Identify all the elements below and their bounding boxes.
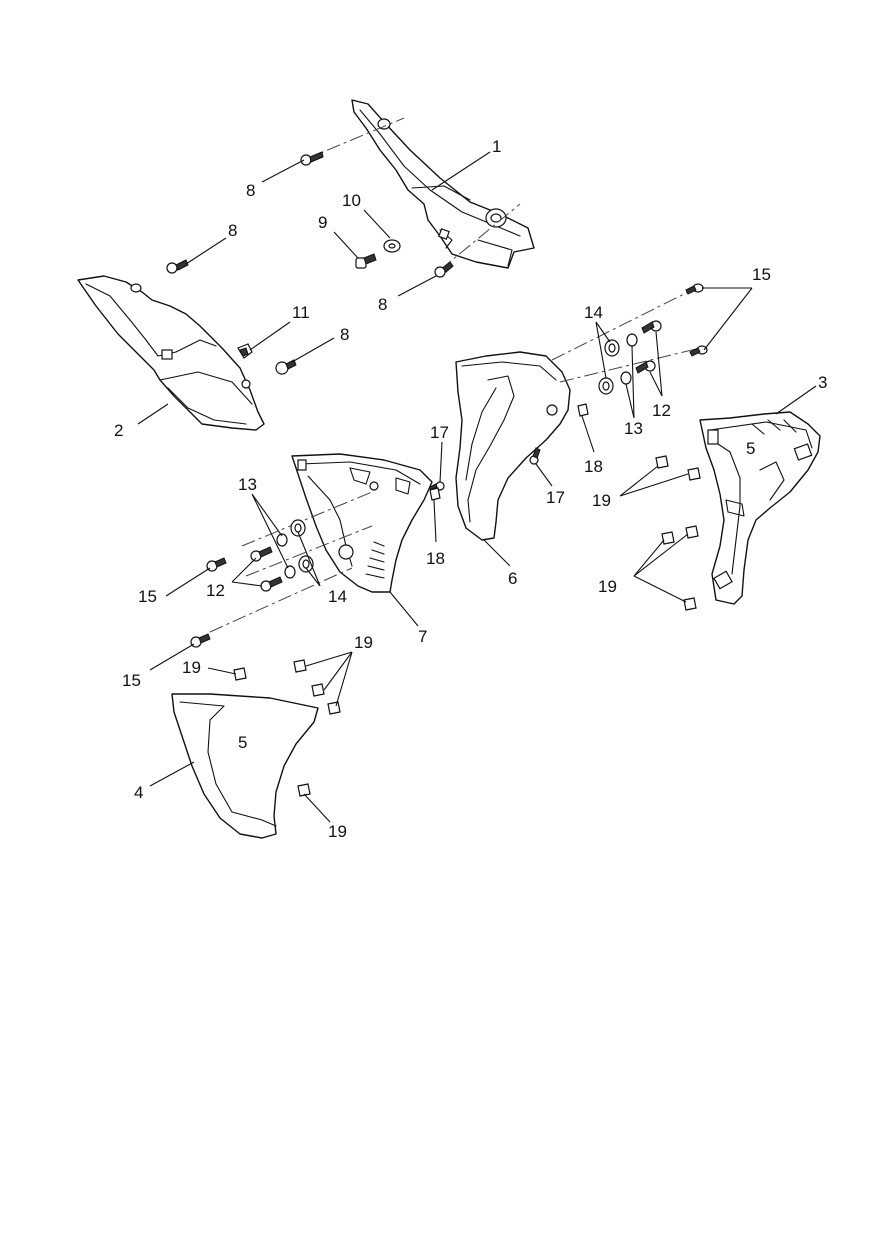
callout-6: 6 [508, 569, 517, 588]
callout-4: 4 [134, 783, 143, 802]
clip-19-e-icon [683, 597, 697, 611]
bolt-15-lower-left-icon [190, 633, 211, 648]
callout-7: 7 [418, 627, 427, 646]
clip-19-i-icon [327, 701, 341, 715]
clip-19-g-icon [293, 659, 307, 673]
callout-19-right-lower: 19 [598, 577, 617, 596]
assembly-centerlines [209, 117, 701, 633]
callout-9: 9 [318, 213, 327, 232]
clip-19-f-icon [233, 667, 247, 681]
hardware-clips [233, 403, 701, 797]
callout-17-right: 17 [546, 488, 565, 507]
callout-8-left: 8 [228, 221, 237, 240]
callout-labels: 1 2 3 4 5 5 6 7 8 8 8 8 9 10 11 12 12 13… [114, 137, 827, 841]
callout-12-left: 12 [206, 581, 225, 600]
clip-19-j-icon [297, 783, 311, 797]
part-4-lower-panel [171, 693, 319, 839]
callout-15-mid-left: 15 [138, 587, 157, 606]
callout-19-bottom: 19 [328, 822, 347, 841]
part-7-inner-frame [291, 453, 433, 593]
callout-15-lower-left: 15 [122, 671, 141, 690]
callout-2: 2 [114, 421, 123, 440]
grommet-14-upper-left-icon [290, 519, 306, 537]
bolt-15-top-right-icon [685, 283, 704, 295]
callout-14-left: 14 [328, 587, 347, 606]
callout-12-right: 12 [652, 401, 671, 420]
callout-15-top-right: 15 [752, 265, 771, 284]
callout-18-left: 18 [426, 549, 445, 568]
grommet-14-lower-right-icon [598, 377, 614, 395]
bolt-8-left-icon [166, 259, 189, 274]
clip-19-b-icon [687, 467, 701, 481]
screw-17-right-icon [529, 447, 541, 465]
bolt-8-middle-icon [434, 261, 454, 278]
grommet-13-upper-left-icon [276, 533, 288, 547]
callout-19-left: 19 [182, 658, 201, 677]
clip-19-d-icon [685, 525, 699, 539]
callout-8-top: 8 [246, 181, 255, 200]
clip-19-a-icon [655, 455, 669, 469]
part-3-inner-panel [699, 411, 821, 605]
bolt-15-mid-left-icon [206, 557, 227, 572]
bolt-9-icon [355, 253, 377, 269]
callout-13-left: 13 [238, 475, 257, 494]
callout-8-middle: 8 [378, 295, 387, 314]
grommet-14-upper-right-icon [604, 339, 620, 357]
callout-1: 1 [492, 137, 501, 156]
bolt-12-right-lower-icon [635, 360, 656, 374]
callout-3: 3 [818, 373, 827, 392]
clip-11-icon [237, 343, 253, 359]
callout-19-right-upper: 19 [592, 491, 611, 510]
callout-13-right: 13 [624, 419, 643, 438]
clip-18-right-icon [577, 403, 589, 417]
grommet-13-lower-right-icon [620, 371, 632, 385]
bolt-12-left-upper-icon [250, 546, 273, 562]
bolt-12-right-upper-icon [641, 320, 662, 334]
part-6-front-panel [455, 351, 571, 541]
clip-19-h-icon [311, 683, 325, 697]
bolt-12-left-lower-icon [260, 576, 283, 592]
grommet-13-lower-left-icon [284, 565, 296, 579]
washer-10-icon [383, 239, 401, 253]
callout-8-side: 8 [340, 325, 349, 344]
bolt-8-side-icon [275, 359, 297, 375]
callout-14-right: 14 [584, 303, 603, 322]
callout-17-left: 17 [430, 423, 449, 442]
callout-19-center: 19 [354, 633, 373, 652]
callout-18-right: 18 [584, 457, 603, 476]
clip-19-c-icon [661, 531, 675, 545]
callout-10: 10 [342, 191, 361, 210]
callout-5-right: 5 [746, 439, 755, 458]
clip-18-left-icon [429, 487, 441, 501]
leader-lines [137, 151, 817, 823]
part-1-upper-bracket [351, 99, 535, 269]
bolt-15-right-icon [689, 345, 708, 357]
callout-11: 11 [292, 303, 310, 322]
grommet-13-upper-right-icon [626, 333, 638, 347]
callout-5-lower: 5 [238, 733, 247, 752]
hardware-bolts [166, 151, 708, 648]
part-2-side-cover [77, 275, 265, 431]
bolt-8-top-icon [300, 151, 324, 166]
